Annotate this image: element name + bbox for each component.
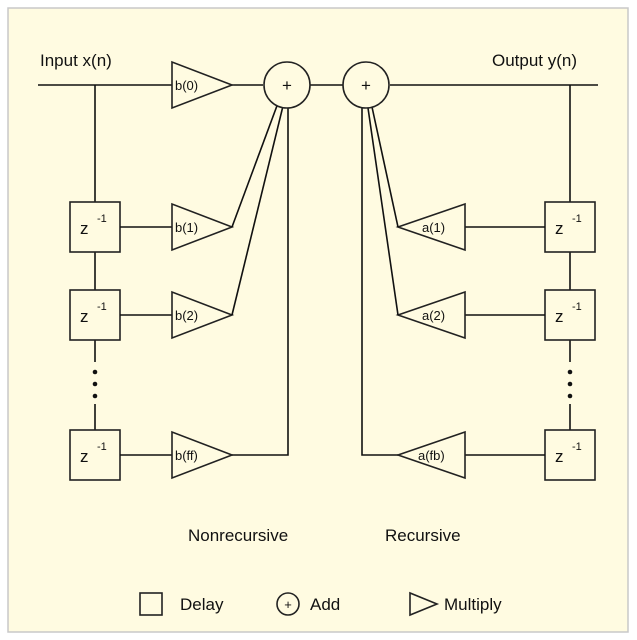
adder-nonrecursive: + [263, 61, 311, 109]
ellipsis-dot [567, 381, 573, 387]
svg-text:z: z [555, 219, 564, 238]
sum-line-b2 [231, 105, 284, 316]
multiplier-b1: b(1) [171, 202, 235, 252]
sum-line-a2 [367, 107, 399, 316]
svg-text:+: + [284, 597, 292, 612]
svg-text:+: + [282, 76, 292, 95]
delay-box-fb-2: z -1 [544, 289, 596, 341]
legend: Delay + Add Multiply [139, 591, 502, 617]
svg-text:-1: -1 [97, 301, 107, 313]
multiplier-afb: a(fb) [395, 430, 466, 480]
delay-box-ff-1: z -1 [69, 201, 121, 253]
multiplier-b0: b(0) [171, 60, 235, 110]
svg-text:-1: -1 [97, 441, 107, 453]
multiply-legend-triangle-icon [409, 591, 440, 617]
sum-line-bff [232, 108, 289, 456]
svg-text:-1: -1 [97, 213, 107, 225]
sum-line-b1 [231, 102, 279, 228]
ellipsis-dot [92, 381, 98, 387]
svg-text:z: z [80, 219, 89, 238]
svg-text:-1: -1 [572, 301, 582, 313]
ellipsis-dot [567, 393, 573, 399]
nonrecursive-label: Nonrecursive [188, 526, 288, 545]
svg-text:+: + [361, 76, 371, 95]
delay-box-fb-1: z -1 [544, 201, 596, 253]
multiplier-bff: b(ff) [171, 430, 235, 480]
svg-text:b(0): b(0) [175, 78, 198, 93]
sum-line-a1 [371, 106, 399, 228]
svg-text:b(2): b(2) [175, 308, 198, 323]
output-label: Output y(n) [492, 51, 577, 70]
legend-label-delay: Delay [180, 595, 224, 614]
delay-legend-square-icon [139, 592, 163, 616]
recursive-label: Recursive [385, 526, 461, 545]
svg-text:z: z [80, 307, 89, 326]
svg-text:z: z [80, 447, 89, 466]
add-legend-circle-icon [276, 592, 300, 616]
delay-box-ff-3: z -1 [69, 429, 121, 481]
svg-text:z: z [555, 447, 564, 466]
ellipsis-dot [567, 369, 573, 375]
svg-text:-1: -1 [572, 213, 582, 225]
delay-box-ff-2: z -1 [69, 289, 121, 341]
sum-line-afb [361, 108, 398, 456]
svg-text:a(fb): a(fb) [418, 448, 445, 463]
svg-text:a(1): a(1) [422, 220, 445, 235]
ellipsis-dot [92, 369, 98, 375]
svg-text:b(1): b(1) [175, 220, 198, 235]
multiplier-a1: a(1) [395, 202, 466, 252]
legend-label-multiply: Multiply [444, 595, 502, 614]
svg-text:a(2): a(2) [422, 308, 445, 323]
input-label: Input x(n) [40, 51, 112, 70]
legend-label-add: Add [310, 595, 340, 614]
multiplier-a2: a(2) [395, 290, 466, 340]
adder-recursive: + [342, 61, 390, 109]
svg-text:-1: -1 [572, 441, 582, 453]
svg-text:z: z [555, 307, 564, 326]
delay-box-fb-3: z -1 [544, 429, 596, 481]
ellipsis-dot [92, 393, 98, 399]
multiplier-b2: b(2) [171, 290, 235, 340]
svg-text:b(ff): b(ff) [175, 448, 198, 463]
